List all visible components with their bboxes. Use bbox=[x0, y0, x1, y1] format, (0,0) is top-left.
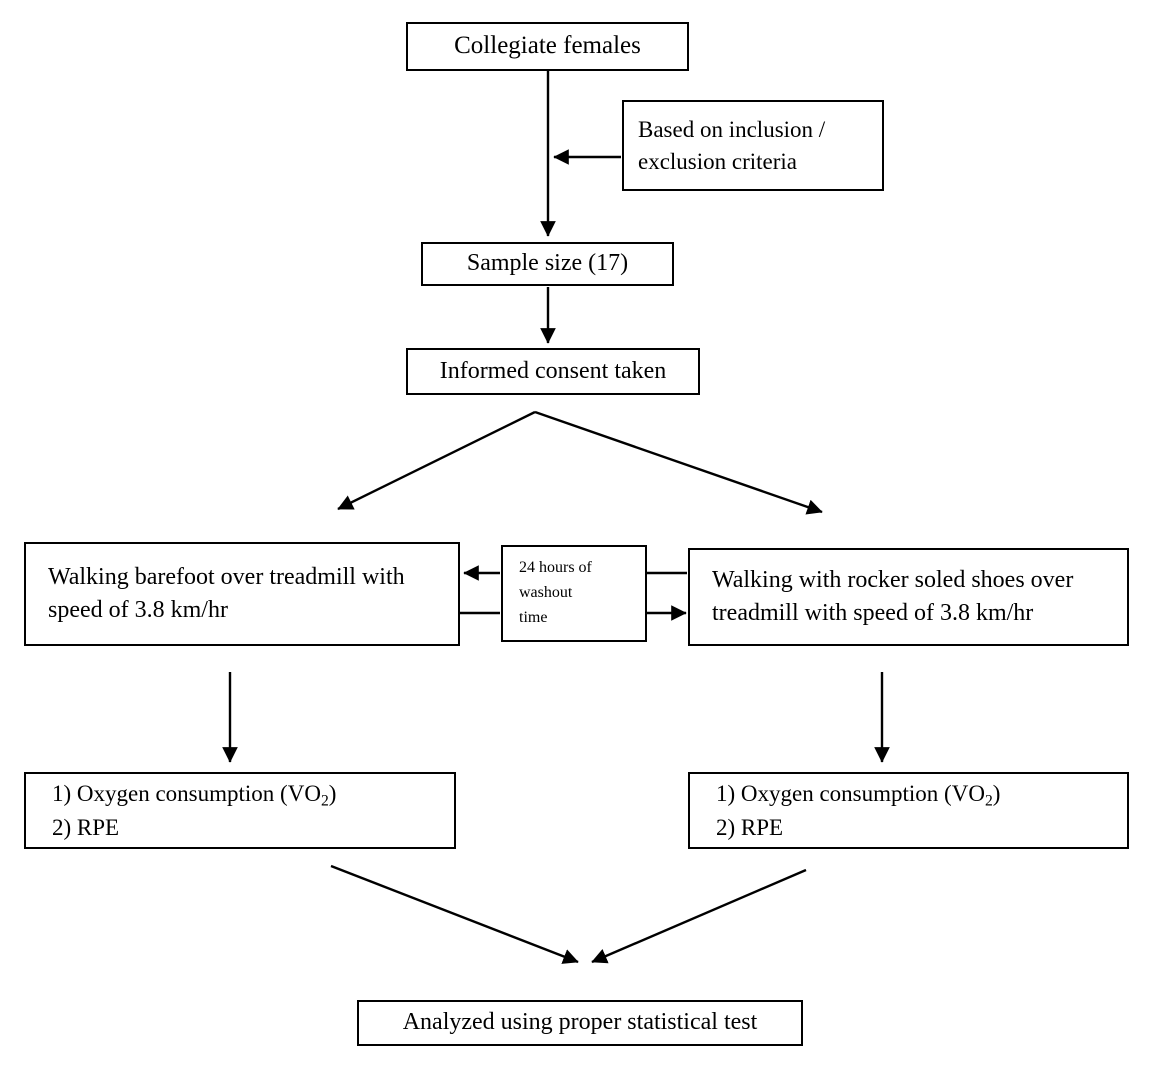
outcome-left-line1-part2: ) bbox=[328, 780, 337, 806]
node-sample-size[interactable]: Sample size (17) bbox=[421, 242, 674, 286]
node-walking-rocker-soled-shoes[interactable]: Walking with rocker soled shoes over tre… bbox=[688, 548, 1129, 646]
node-outcome-measures-left[interactable]: 1) Oxygen consumption (VO2) 2) RPE bbox=[24, 772, 456, 849]
outcome-right-subscript: 2 bbox=[984, 792, 993, 810]
node-outcome-measures-right-text: 1) Oxygen consumption (VO2) 2) RPE bbox=[690, 778, 1127, 844]
node-inclusion-exclusion-criteria-label: Based on inclusion / exclusion criteria bbox=[638, 116, 826, 174]
node-statistical-analysis[interactable]: Analyzed using proper statistical test bbox=[357, 1000, 803, 1046]
outcome-left-line2: 2) RPE bbox=[52, 814, 120, 840]
edge-consent-to-barefoot bbox=[337, 410, 536, 511]
edge-outcome-right-to-analyzed bbox=[591, 868, 807, 964]
outcome-left-subscript: 2 bbox=[320, 792, 329, 810]
node-collegiate-females[interactable]: Collegiate females bbox=[406, 22, 689, 71]
node-walking-barefoot[interactable]: Walking barefoot over treadmill with spe… bbox=[24, 542, 460, 646]
edge-outcome-left-to-analyzed bbox=[330, 864, 579, 964]
node-walking-barefoot-label: Walking barefoot over treadmill with spe… bbox=[48, 563, 405, 623]
outcome-right-line1-part1: 1) Oxygen consumption (VO bbox=[716, 780, 985, 806]
edge-consent-to-rocker bbox=[534, 410, 823, 515]
outcome-left-line1-part1: 1) Oxygen consumption (VO bbox=[52, 780, 321, 806]
node-statistical-analysis-label: Analyzed using proper statistical test bbox=[402, 1009, 758, 1036]
node-outcome-measures-left-text: 1) Oxygen consumption (VO2) 2) RPE bbox=[26, 778, 454, 844]
node-washout-period-label: 24 hours of washout time bbox=[519, 559, 592, 626]
outcome-right-line2: 2) RPE bbox=[716, 814, 784, 840]
node-collegiate-females-label: Collegiate females bbox=[454, 32, 641, 60]
node-informed-consent-label: Informed consent taken bbox=[439, 357, 667, 384]
node-washout-period[interactable]: 24 hours of washout time bbox=[501, 545, 647, 642]
node-inclusion-exclusion-criteria[interactable]: Based on inclusion / exclusion criteria bbox=[622, 100, 884, 191]
node-walking-rocker-soled-shoes-label: Walking with rocker soled shoes over tre… bbox=[712, 566, 1074, 626]
node-sample-size-label: Sample size (17) bbox=[466, 250, 629, 277]
node-informed-consent[interactable]: Informed consent taken bbox=[406, 348, 700, 395]
node-outcome-measures-right[interactable]: 1) Oxygen consumption (VO2) 2) RPE bbox=[688, 772, 1129, 849]
outcome-right-line1-part2: ) bbox=[992, 780, 1001, 806]
